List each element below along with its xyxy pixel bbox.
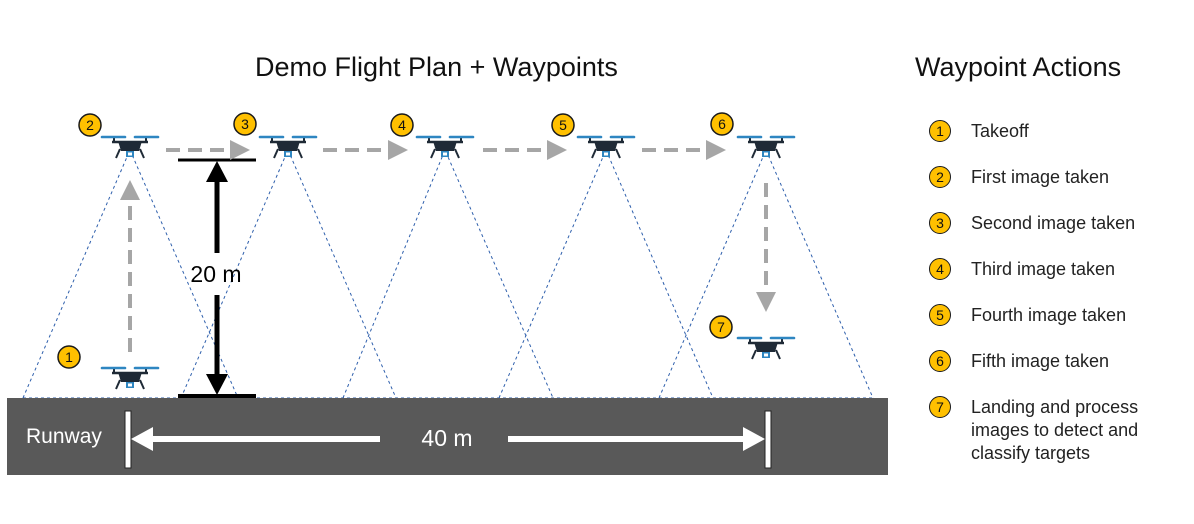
runway-left-marker <box>124 410 132 469</box>
drone-icon <box>736 336 796 361</box>
distance-label: 40 m <box>421 425 472 451</box>
legend-badge: 1 <box>929 120 951 142</box>
legend-title: Waypoint Actions <box>915 52 1122 82</box>
waypoint-badge-7: 7 <box>709 315 733 339</box>
camera-cone-4 <box>342 148 554 399</box>
legend-item: 3 Second image taken <box>929 212 1171 235</box>
waypoint-number: 7 <box>717 319 725 335</box>
legend-item: 1 Takeoff <box>929 120 1171 143</box>
legend-text: Third image taken <box>971 259 1116 279</box>
legend-text: Second image taken <box>971 213 1136 233</box>
drone-icon <box>736 135 796 160</box>
legend-badge: 6 <box>929 350 951 372</box>
drone-icon <box>100 366 160 391</box>
camera-cone-5 <box>498 148 714 399</box>
legend-text: Fourth image taken <box>971 305 1127 325</box>
runway-label: Runway <box>26 425 102 448</box>
waypoint-badge-2: 2 <box>78 113 102 137</box>
drone-icon <box>576 135 636 160</box>
flight-path <box>120 140 776 352</box>
legend-item: 7 Landing and process images to detect a… <box>929 396 1171 465</box>
legend-text: First image taken <box>971 167 1110 187</box>
height-dimension <box>178 158 256 398</box>
waypoint-number: 1 <box>65 349 73 365</box>
waypoint-number: 5 <box>559 117 567 133</box>
waypoint-badge-4: 4 <box>390 113 414 137</box>
legend-item: 4 Third image taken <box>929 258 1171 281</box>
runway-right-marker <box>764 410 772 469</box>
legend-item: 6 Fifth image taken <box>929 350 1171 373</box>
legend-badge: 2 <box>929 166 951 188</box>
waypoint-badge-3: 3 <box>233 112 257 136</box>
diagram-title: Demo Flight Plan + Waypoints <box>255 52 618 82</box>
drone-icon <box>100 135 160 160</box>
distance-arrowhead-left <box>131 427 153 451</box>
waypoint-badge-1: 1 <box>57 345 81 369</box>
waypoint-badge-6: 6 <box>710 112 734 136</box>
legend-text: Fifth image taken <box>971 351 1110 371</box>
legend-item: 2 First image taken <box>929 166 1171 189</box>
legend-badge: 3 <box>929 212 951 234</box>
drone-icon <box>415 135 475 160</box>
waypoint-number: 2 <box>86 117 94 133</box>
legend-text: Takeoff <box>971 121 1029 141</box>
waypoint-badge-5: 5 <box>551 113 575 137</box>
drone-icon <box>258 135 318 160</box>
legend-badge: 7 <box>929 396 951 418</box>
waypoint-number: 4 <box>398 117 406 133</box>
legend-text: Landing and process images to detect and… <box>971 397 1139 463</box>
legend-badge: 5 <box>929 304 951 326</box>
waypoint-number: 3 <box>241 116 249 132</box>
distance-arrowhead-right <box>743 427 765 451</box>
legend-item: 5 Fourth image taken <box>929 304 1171 327</box>
height-label: 20 m <box>190 261 241 287</box>
legend-badge: 4 <box>929 258 951 280</box>
waypoint-number: 6 <box>718 116 726 132</box>
